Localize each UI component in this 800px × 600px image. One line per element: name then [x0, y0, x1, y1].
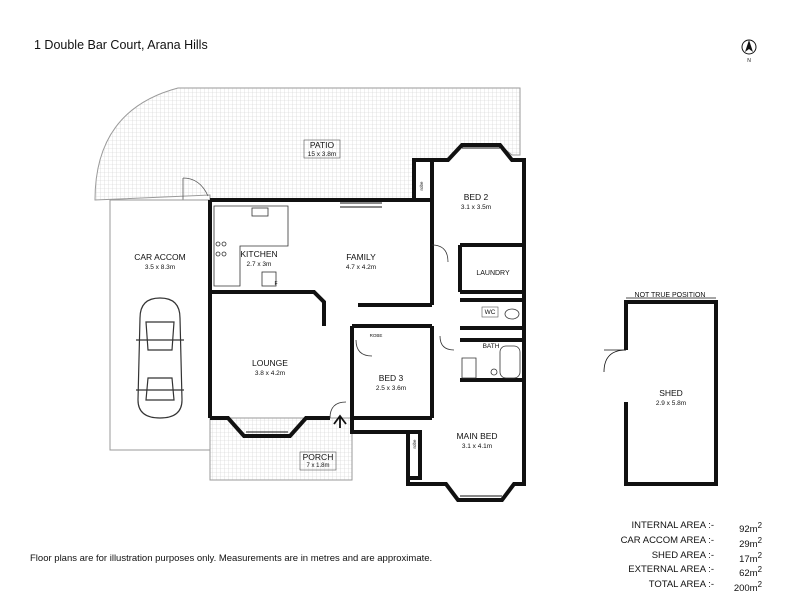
sink-icon: [251, 207, 269, 217]
car-accom-dims: 3.5 x 8.3m: [145, 264, 175, 271]
entry-arrow-icon: [333, 414, 347, 428]
bed2-robe-label: robe: [419, 181, 424, 191]
area-row-external: EXTERNAL AREA :- 62m2: [628, 564, 762, 580]
shower-icon: [461, 357, 477, 379]
robe-label: ROBE: [370, 333, 383, 338]
disclaimer-text: Floor plans are for illustration purpose…: [30, 553, 433, 564]
shed-dims: 2.9 x 5.8m: [656, 400, 686, 407]
patio-area: [94, 87, 521, 201]
house-walls: [208, 143, 526, 502]
patio-label: PATIO: [310, 140, 335, 150]
car-icon: [136, 297, 184, 419]
area-row-total: TOTAL AREA :- 200m2: [648, 579, 762, 595]
bed3-label: BED 3: [379, 373, 404, 383]
shed-walls: [624, 300, 718, 486]
north-arrow-icon: N: [741, 39, 757, 64]
basin-icon: [490, 368, 498, 376]
bath-label: BATH: [483, 343, 500, 350]
bed2-label: BED 2: [464, 192, 489, 202]
fridge-label: F: [274, 281, 277, 287]
bath-tub-icon: [499, 345, 521, 379]
main-robe-label: robe: [412, 439, 417, 449]
porch-area: [209, 417, 353, 481]
family-dims: 4.7 x 4.2m: [346, 264, 376, 271]
door-arcs: [329, 244, 455, 419]
shed-door: [603, 349, 627, 373]
not-true-position-label: NOT TRUE POSITION: [635, 292, 706, 299]
area-summary: INTERNAL AREA :- 92m2 CAR ACCOM AREA :- …: [562, 520, 762, 595]
car-accom-area: [109, 199, 211, 451]
bed3-dims: 2.5 x 3.6m: [376, 385, 406, 392]
area-row-car-accom: CAR ACCOM AREA :- 29m2: [620, 534, 762, 550]
porch-dims: 7 x 1.8m: [306, 463, 329, 469]
main-bed-dims: 3.1 x 4.1m: [462, 443, 492, 450]
room-labels: PATIO 15 x 3.8m BED 2 3.1 x 3.5m KITCHEN…: [134, 139, 706, 471]
kitchen-bench: [213, 205, 289, 287]
lounge-dims: 3.8 x 4.2m: [255, 370, 285, 377]
wc-label: WC: [485, 309, 496, 316]
area-row-shed: SHED AREA :- 17m2: [651, 549, 762, 565]
area-row-internal: INTERNAL AREA :- 92m2: [631, 520, 762, 536]
family-label: FAMILY: [346, 252, 376, 262]
kitchen-label: KITCHEN: [240, 249, 277, 259]
porch-label: PORCH: [303, 452, 334, 462]
windows: [246, 147, 502, 497]
main-bed-label: MAIN BED: [456, 431, 497, 441]
bed2-dims: 3.1 x 3.5m: [461, 204, 491, 211]
cooktop-icon: [215, 241, 227, 257]
kitchen-dims: 2.7 x 3m: [247, 261, 272, 268]
laundry-label: LAUNDRY: [476, 270, 510, 277]
toilet-icon: [504, 308, 520, 320]
fridge-icon: [261, 271, 277, 287]
svg-text:N: N: [747, 58, 751, 64]
shed-label: SHED: [659, 388, 683, 398]
lounge-label: LOUNGE: [252, 358, 288, 368]
patio-dims: 15 x 3.8m: [308, 151, 337, 158]
car-accom-label: CAR ACCOM: [134, 252, 185, 262]
property-address: 1 Double Bar Court, Arana Hills: [34, 38, 208, 52]
